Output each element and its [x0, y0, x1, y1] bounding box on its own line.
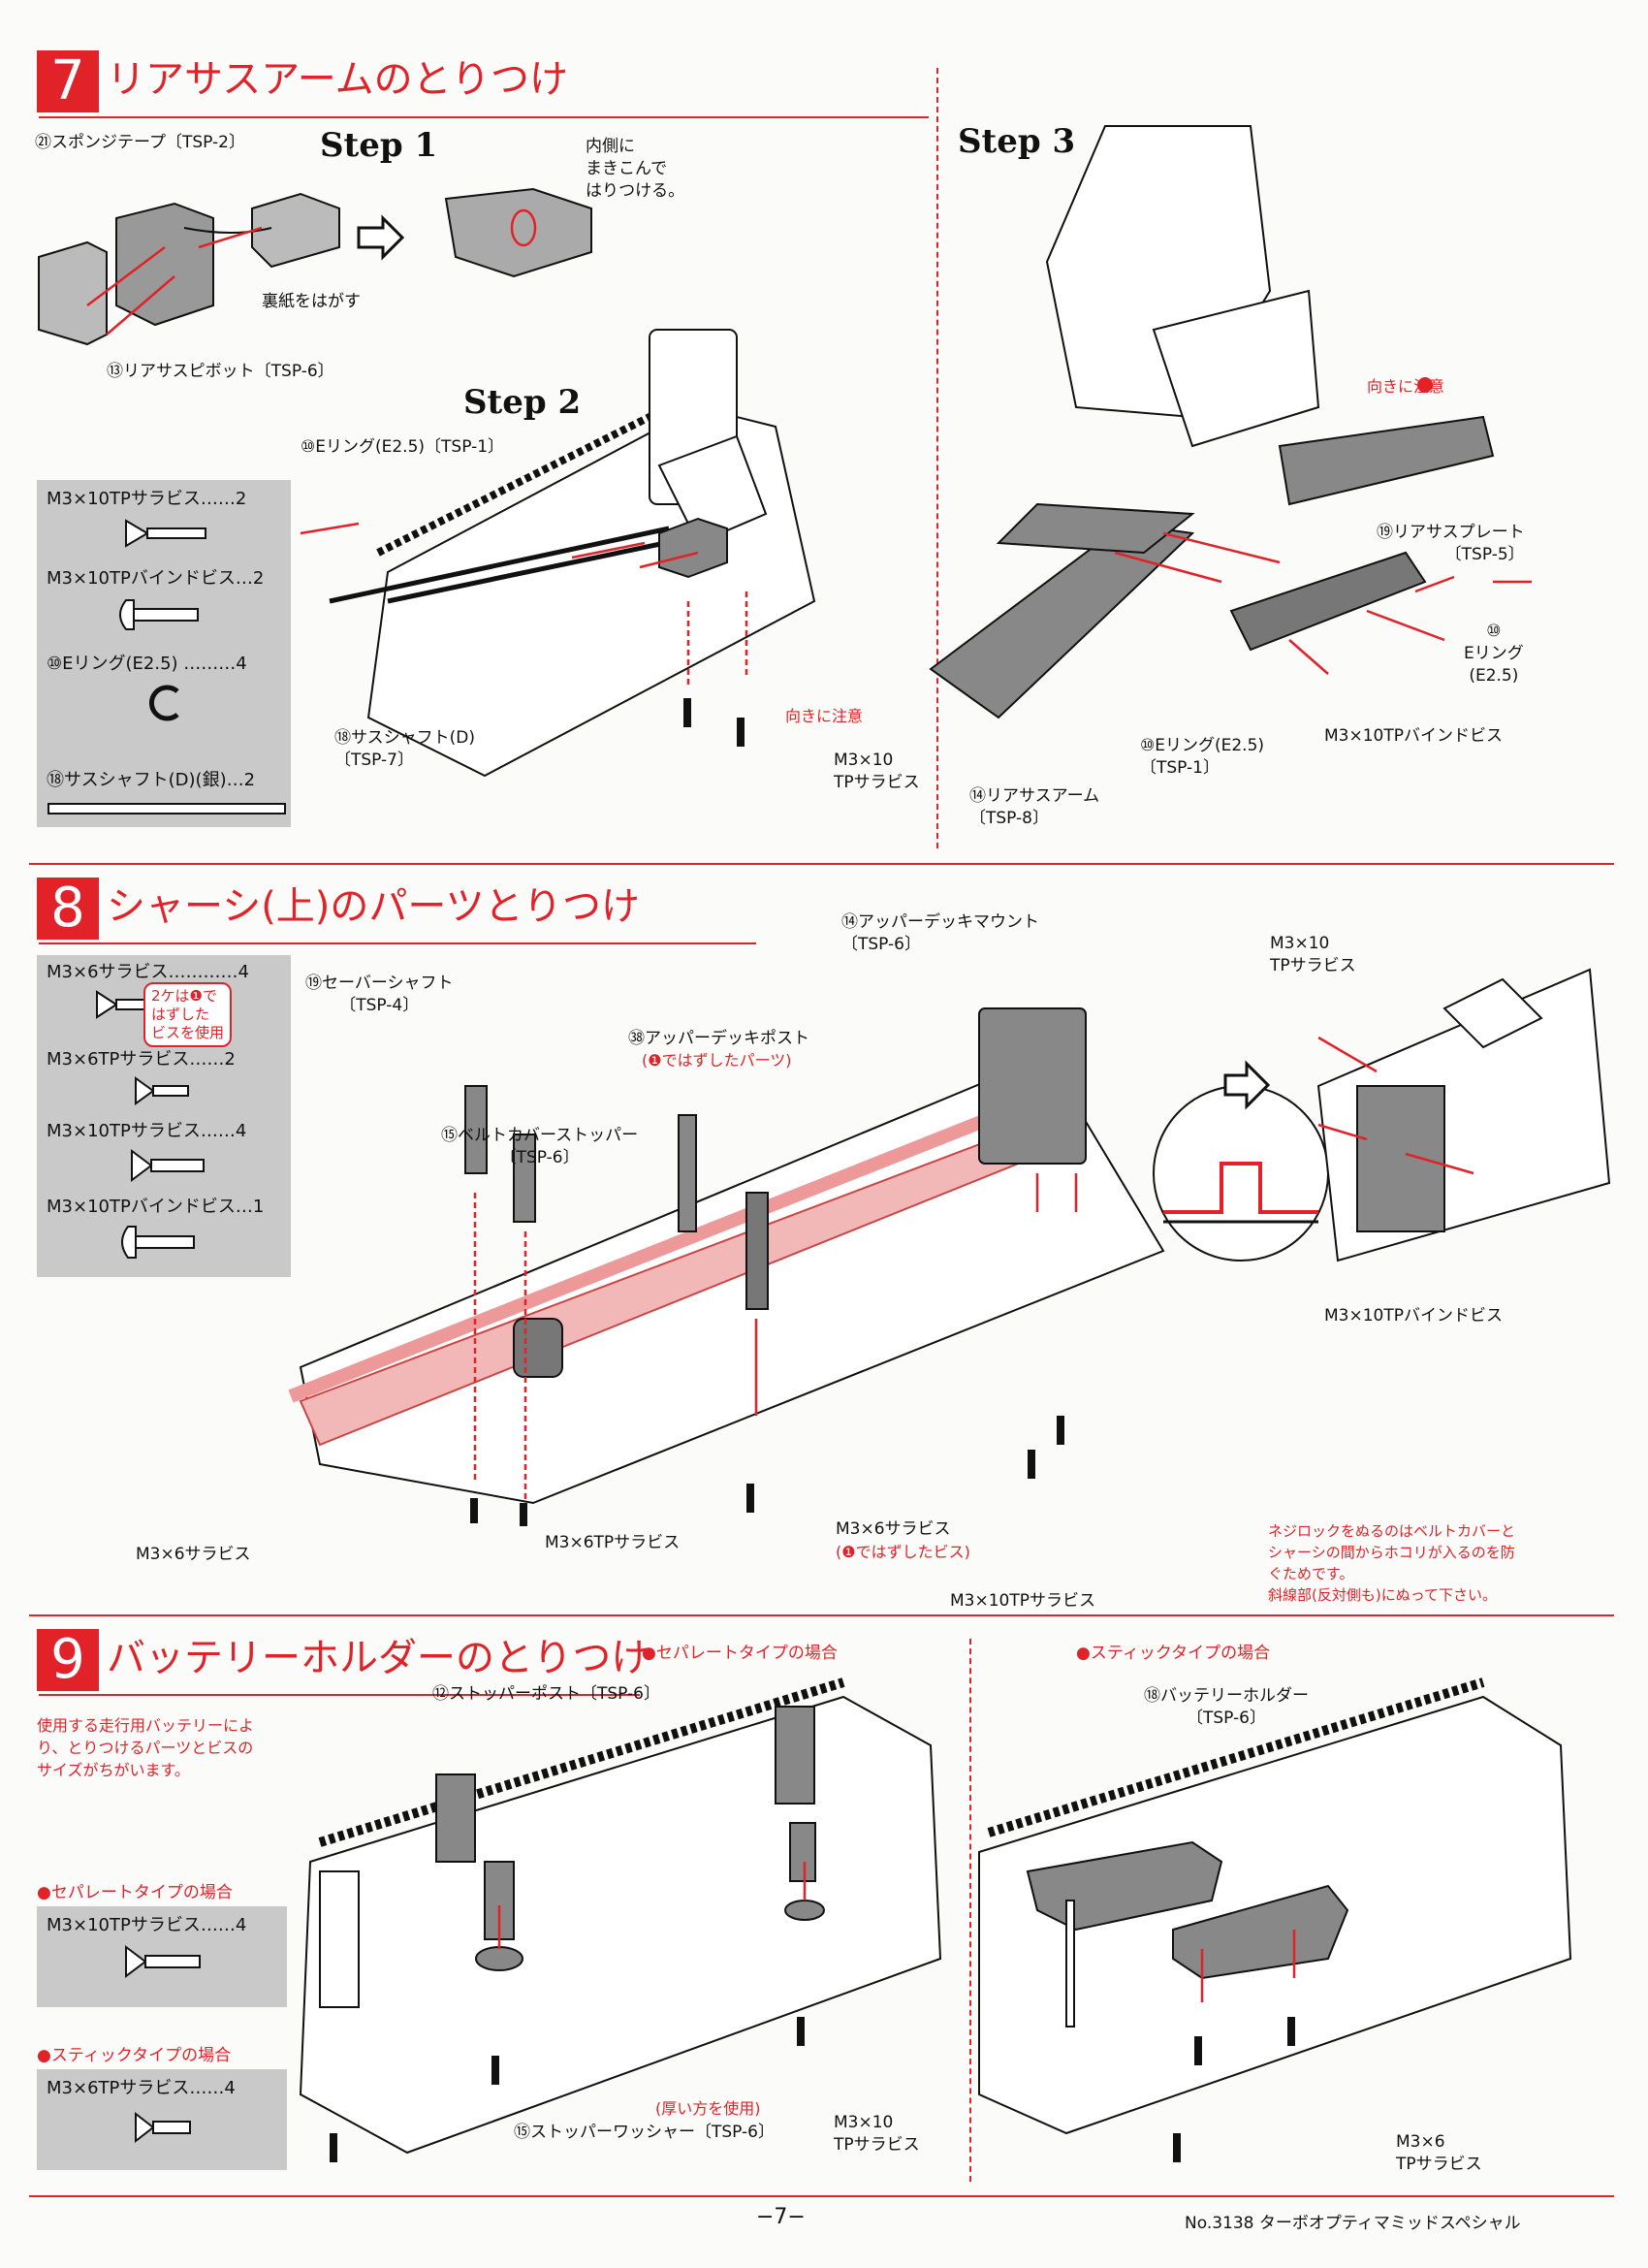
- section-9-top-rule: [29, 1614, 1614, 1616]
- binding-screw-icon: [121, 1226, 195, 1259]
- parts-m3x6-tp-sara: M3×6TPサラビス……2: [47, 1049, 236, 1070]
- section-7-parts-box: M3×10TPサラビス……2 M3×10TPバインドビス…2 ⑩Eリング(E2.…: [37, 480, 291, 827]
- model-name: No.3138 ターボオプティマミッドスペシャル: [1185, 2214, 1521, 2233]
- orientation-note-step2: 向きに注意: [785, 707, 864, 725]
- saver-shaft-label: ⑲セーバーシャフト 〔TSP-4〕: [305, 974, 454, 1015]
- battery-intro-note: 使用する走行用バッテリーによ り、とりつけるパーツとビスの サイズがちがいます。: [37, 1716, 255, 1779]
- reuse-screw-callout: 2ケは❶で はずした ビスを使用: [143, 982, 233, 1047]
- section-8-number: 8: [37, 878, 99, 940]
- sponge-tape-label: ㉑スポンジテープ〔TSP-2〕: [35, 133, 245, 152]
- step1-illustration: [38, 187, 592, 346]
- step2-label: Step 2: [463, 383, 582, 422]
- flat-screw-icon: [125, 1945, 201, 1978]
- parts-m3x10-tp-binding: M3×10TPバインドビス…2: [47, 568, 265, 589]
- parts-m3x10-tp-sara: M3×10TPサラビス……4: [47, 1915, 247, 1935]
- section-9-title: バッテリーホルダーのとりつけ: [107, 1636, 650, 1680]
- binding-screw-step3-label: M3×10TPバインドビス: [1324, 726, 1503, 746]
- m3x6-sara-mid-label: M3×6サラビス: [836, 1519, 951, 1539]
- section-7-underline: [39, 116, 929, 118]
- upper-deck-mount-label: ⑭アッパーデッキマウント 〔TSP-6〕: [841, 912, 1039, 954]
- section-8-title: シャーシ(上)のパーツとりつけ: [107, 884, 641, 929]
- parts-sus-shaft: ⑱サスシャフト(D)(銀)…2: [47, 770, 256, 790]
- separate-box-header: ●セパレートタイプの場合: [37, 1883, 233, 1902]
- flat-screw-icon: [96, 990, 156, 1019]
- parts-m3x6-sara: M3×6サラビス…………4: [47, 962, 249, 982]
- m3x6-tp-sara-s9: M3×6 TPサラビス: [1396, 2132, 1482, 2174]
- upper-deck-post-note: (❶ではずしたパーツ): [642, 1051, 792, 1070]
- parts-m3x10-tp-binding: M3×10TPバインドビス…1: [47, 1197, 265, 1217]
- m3x10-tp-sara-bottom-label: M3×10TPサラビス: [950, 1591, 1095, 1611]
- m3x6-sara-mid-note: (❶ではずしたビス): [836, 1543, 970, 1561]
- stick-type-illustration: [978, 1677, 1572, 2162]
- stick-type-header: ●スティックタイプの場合: [1076, 1644, 1271, 1663]
- step1-label: Step 1: [320, 126, 438, 165]
- e-ring-right-label: ⑩ Eリング (E2.5): [1464, 622, 1524, 686]
- section-8-inset-illustration: [1316, 968, 1611, 1262]
- m3x10-tp-sara-step2: M3×10 TPサラビス: [834, 751, 920, 792]
- section-9-number: 9: [37, 1629, 99, 1691]
- stick-box-header: ●スティックタイプの場合: [37, 2046, 232, 2065]
- inner-wrap-note: 内側に まきこんで はりつける。: [586, 137, 685, 201]
- screw-lock-note: ネジロックをぬるのはベルトカバーと シャーシの間からホコリが入るのを防 ぐためで…: [1268, 1522, 1516, 1604]
- section-8-top-rule: [29, 863, 1614, 865]
- page-number: −7−: [756, 2205, 806, 2229]
- step3-illustration: [929, 125, 1532, 719]
- stopper-post-label: ⑫ストッパーポスト〔TSP-6〕: [432, 1684, 661, 1704]
- m3x10-tp-sara-inset: M3×10 TPサラビス: [1270, 934, 1356, 975]
- section-9-divider: [969, 1639, 971, 2182]
- binding-screw-inset: M3×10TPバインドビス: [1324, 1306, 1503, 1326]
- rear-pivot-label: ⑬リアサスピボット〔TSP-6〕: [107, 362, 334, 381]
- section-7-divider: [936, 68, 938, 848]
- stick-parts-box: M3×6TPサラビス……4: [37, 2069, 287, 2170]
- m3x10-tp-sara-s9: M3×10 TPサラビス: [834, 2113, 920, 2155]
- peel-paper-label: 裏紙をはがす: [262, 292, 361, 311]
- stopper-washer-label: ⑮ストッパーワッシャー〔TSP-6〕: [514, 2123, 776, 2142]
- sus-shaft-icon: [48, 803, 286, 815]
- parts-e-ring: ⑩Eリング(E2.5) ………4: [47, 654, 247, 674]
- parts-m3x10-tp-sara: M3×10TPサラビス……4: [47, 1121, 247, 1141]
- parts-m3x6-tp-sara: M3×6TPサラビス……4: [47, 2078, 236, 2098]
- m3x6-sara-left-label: M3×6サラビス: [136, 1545, 251, 1564]
- arrow-right-icon: [1223, 1060, 1271, 1110]
- footer-rule: [29, 2195, 1614, 2197]
- step2-illustration: [300, 329, 816, 778]
- battery-holder-label: ⑱バッテリーホルダー 〔TSP-6〕: [1144, 1686, 1309, 1728]
- section-8-chassis-illustration: [288, 1007, 1165, 1526]
- e-ring-step2-label: ⑩Eリング(E2.5)〔TSP-1〕: [301, 437, 505, 457]
- separate-type-header: ●セパレートタイプの場合: [642, 1644, 838, 1663]
- thick-washer-note: (厚い方を使用): [655, 2099, 761, 2118]
- section-7-title: リアサスアームのとりつけ: [107, 57, 568, 102]
- m3x6-tp-sara-label: M3×6TPサラビス: [545, 1533, 681, 1552]
- separate-parts-box: M3×10TPサラビス……4: [37, 1906, 287, 2007]
- separate-type-illustration: [299, 1677, 942, 2162]
- e-ring-icon: [148, 685, 179, 721]
- parts-m3x10-tp-sara: M3×10TPサラビス……2: [47, 489, 247, 509]
- section-7-number: 7: [37, 50, 99, 112]
- belt-cover-stopper-label: ⑮ベルトカバーストッパー 〔TSP-6〕: [441, 1126, 639, 1167]
- rear-sus-arm-label: ⑭リアサスアーム 〔TSP-8〕: [969, 786, 1100, 828]
- flat-screw-icon: [131, 1149, 205, 1182]
- flat-screw-icon: [125, 519, 206, 548]
- section-8-underline: [39, 942, 756, 944]
- upper-deck-post-label: ㊳アッパーデッキポスト: [628, 1029, 809, 1048]
- section-9-underline: [39, 1694, 640, 1696]
- orientation-note-step3: 向きに注意: [1367, 377, 1445, 396]
- binding-screw-icon: [119, 599, 199, 630]
- step3-label: Step 3: [958, 122, 1076, 161]
- sus-shaft-label: ⑱サスシャフト(D) 〔TSP-7〕: [334, 728, 476, 770]
- section-8-parts-box: M3×6サラビス…………4 2ケは❶で はずした ビスを使用 M3×6TPサラビ…: [37, 955, 291, 1277]
- flat-screw-icon: [135, 2111, 191, 2144]
- flat-screw-icon: [135, 1076, 189, 1105]
- e-ring-step3-label: ⑩Eリング(E2.5) 〔TSP-1〕: [1140, 736, 1265, 778]
- rear-sus-plate-label: ⑲リアサスプレート 〔TSP-5〕: [1377, 523, 1525, 564]
